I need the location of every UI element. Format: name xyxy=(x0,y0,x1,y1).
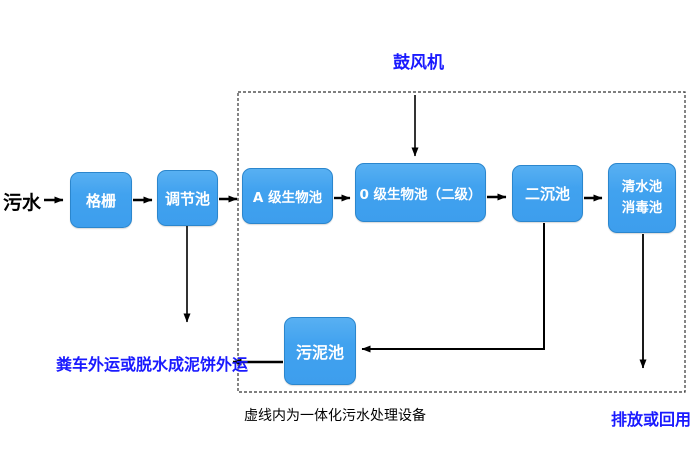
source-label: 污水 xyxy=(3,192,42,214)
node-secondary-sedimentation-tank: 二沉池 xyxy=(512,165,583,222)
blower-label: 鼓风机 xyxy=(393,53,444,73)
discharge-label: 排放或回用 xyxy=(611,410,692,429)
sludge-out-label: 粪车外运或脱水成泥饼外运 xyxy=(56,355,249,374)
node-grid: 格栅 xyxy=(70,172,132,228)
node-regulating-tank-label: 调节池 xyxy=(164,189,210,208)
node-clearwater-label: 清水池 xyxy=(621,179,663,196)
integrated-equipment-dashed-boundary xyxy=(237,91,686,393)
dashed-box-caption: 虚线内为一体化污水处理设备 xyxy=(244,408,426,424)
node-o-level-bio-tank-label: 0 级生物池（二级） xyxy=(359,186,482,203)
node-sludge-tank-label: 污泥池 xyxy=(295,343,344,362)
node-o-level-bio-tank: 0 级生物池（二级） xyxy=(355,163,486,222)
node-disinfection-label: 消毒池 xyxy=(621,200,663,216)
node-clearwater-disinfection-tank: 清水池 消毒池 xyxy=(608,163,676,233)
node-a-level-bio-tank: A 级生物池 xyxy=(242,168,333,224)
node-regulating-tank: 调节池 xyxy=(157,170,218,226)
arrow-sedimentation-to-sludge xyxy=(361,223,545,353)
node-a-level-bio-tank-label: A 级生物池 xyxy=(252,190,323,206)
node-secondary-sedimentation-tank-label: 二沉池 xyxy=(524,185,570,203)
node-sludge-tank: 污泥池 xyxy=(284,317,356,385)
node-grid-label: 格栅 xyxy=(85,191,116,210)
